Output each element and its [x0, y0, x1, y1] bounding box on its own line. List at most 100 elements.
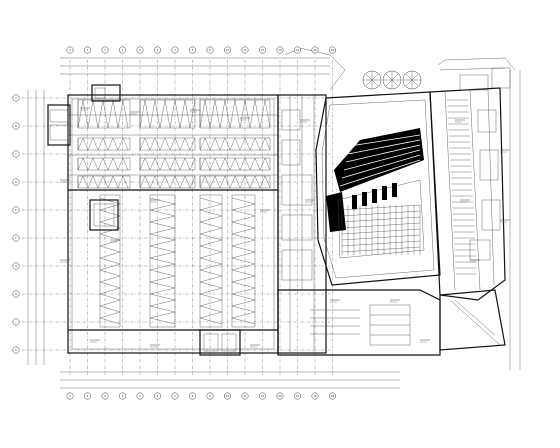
grid-bubble	[206, 46, 214, 54]
grid-label: 3	[104, 48, 106, 52]
auditorium-seating-hatch	[341, 183, 421, 255]
seating-row	[341, 246, 421, 253]
parking-row	[77, 137, 131, 151]
grid-label: 12	[261, 394, 265, 398]
seating-row	[347, 139, 421, 155]
grid-bubble	[329, 46, 336, 54]
grid-label: A	[15, 96, 17, 100]
grid-bubble	[12, 122, 20, 130]
seating-row	[345, 144, 421, 163]
grid-bubble	[12, 318, 20, 326]
grid-bubble	[12, 262, 20, 270]
grid-bubble	[241, 392, 249, 400]
parking-row	[139, 157, 196, 171]
parking-column	[149, 194, 176, 328]
grid-bubble	[12, 94, 20, 102]
grid-label: 15	[313, 48, 317, 52]
parking-zigzag	[139, 157, 196, 171]
grid-bubble	[189, 392, 196, 400]
grid-bubble	[206, 392, 214, 400]
grid-bubble	[12, 150, 20, 158]
parking-row	[139, 175, 196, 189]
grid-label: 9	[209, 48, 211, 52]
grid-label: E	[15, 208, 17, 212]
grid-bubble	[12, 234, 20, 242]
parking-zigzag	[199, 175, 271, 189]
grid-bubble	[12, 178, 20, 186]
seating-row	[349, 134, 421, 147]
seating-row	[343, 149, 421, 171]
parking-column	[99, 194, 121, 328]
annotation-text-marks	[60, 107, 510, 348]
parking-row	[77, 157, 131, 171]
grid-label: 15	[313, 394, 317, 398]
grid-bubble	[329, 392, 336, 400]
grid-label: 13	[278, 394, 282, 398]
grid-label: 1	[69, 48, 71, 52]
grid-bubble	[66, 392, 74, 400]
parking-zigzag	[149, 197, 176, 325]
seating-row	[341, 210, 421, 217]
grid-bubble	[101, 46, 109, 54]
parking-zigzag	[77, 137, 129, 151]
grid-bubble	[276, 392, 284, 400]
parking-column	[231, 194, 256, 328]
grid-label: 2	[87, 48, 89, 52]
grid-label: 6	[157, 394, 159, 398]
grid-label: 10	[226, 48, 230, 52]
grid-label: 12	[261, 48, 265, 52]
grid-label: C	[15, 152, 17, 156]
parking-row	[199, 99, 271, 129]
grid-label: 8	[192, 394, 194, 398]
seating-block	[352, 195, 357, 209]
seating-block	[372, 189, 377, 203]
grid-bubble	[189, 46, 196, 54]
grid-bubble	[259, 46, 266, 54]
seating-row	[341, 240, 421, 247]
grid-label: D	[15, 180, 17, 184]
grid-label: 4	[122, 48, 124, 52]
grid-bubble	[241, 46, 249, 54]
parking-columns	[99, 194, 256, 328]
grid-label: 6	[157, 48, 159, 52]
parking-zigzag	[199, 99, 271, 129]
grid-bubble	[294, 392, 301, 400]
grid-label: 2	[87, 394, 89, 398]
parking-zigzag	[139, 99, 196, 129]
grid-bubble	[119, 46, 126, 54]
grid-bubble	[259, 392, 266, 400]
parking-zigzag	[199, 197, 223, 325]
grid-bubble	[294, 46, 301, 54]
grid-label: J	[15, 320, 17, 324]
grid-bubble	[154, 392, 161, 400]
grid-bubble	[171, 46, 179, 54]
grid-label: F	[15, 236, 17, 240]
grid-label: H	[15, 292, 17, 296]
grid-label: B	[15, 124, 17, 128]
grid-label: 16	[331, 394, 335, 398]
grid-bubble	[276, 46, 284, 54]
grid-label: 14	[296, 394, 300, 398]
grid-label: 5	[139, 48, 141, 52]
grid-label: 7	[174, 394, 176, 398]
seating-row	[341, 234, 421, 241]
grid-label: G	[15, 264, 17, 268]
grid-label: 9	[209, 394, 211, 398]
tree-icon	[362, 70, 382, 90]
landscape-trees	[362, 70, 422, 90]
parking-column	[199, 194, 223, 328]
grid-bubble	[311, 46, 319, 54]
grid-bubble	[154, 46, 161, 54]
parking-row	[139, 99, 196, 129]
left-annex	[47, 84, 241, 356]
seating-block	[382, 186, 387, 200]
grid-bubble	[84, 46, 91, 54]
grid-bubble	[12, 206, 20, 214]
parking-row	[77, 175, 131, 189]
parking-zigzag	[139, 137, 196, 151]
parking-row	[199, 175, 271, 189]
parking-zigzag	[77, 99, 129, 129]
